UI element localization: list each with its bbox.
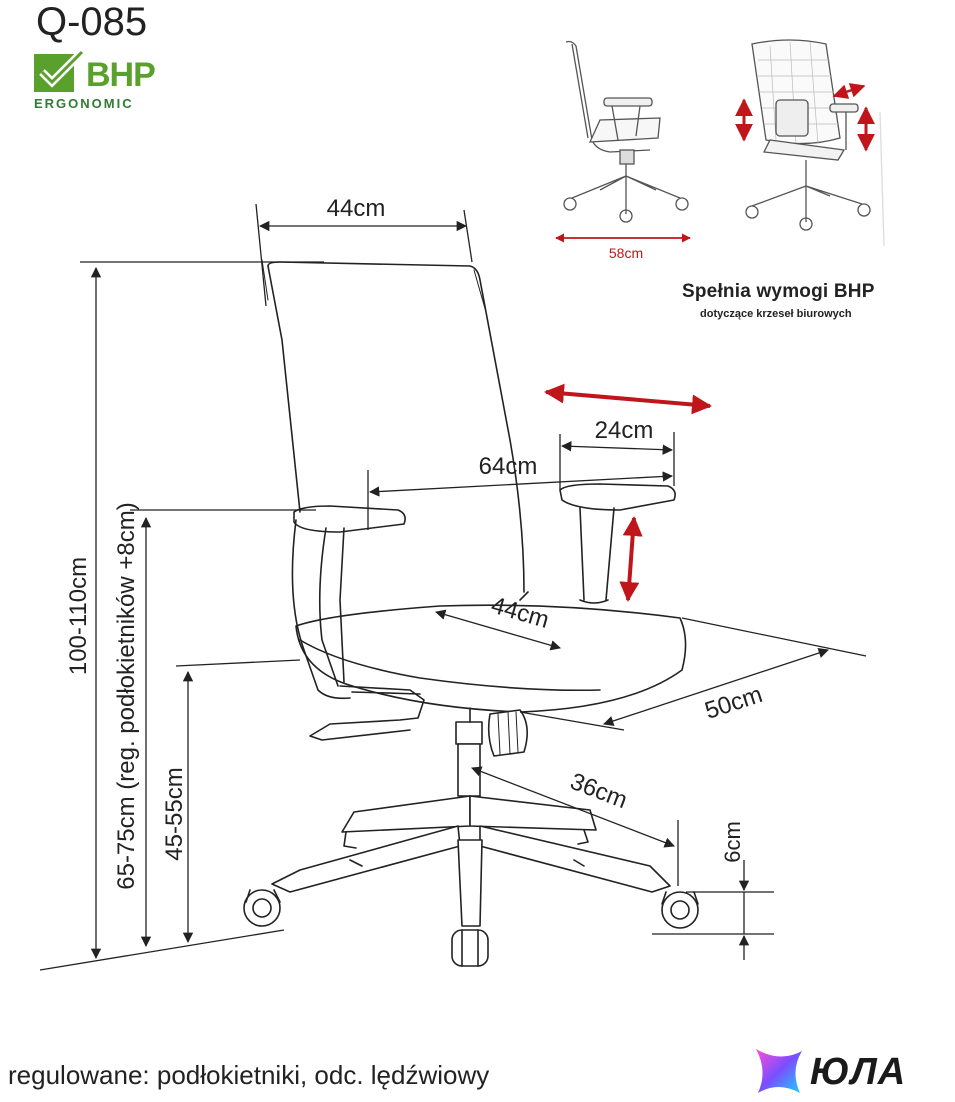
bhp-compliance-title: Spełnia wymogi BHP [682, 281, 875, 302]
chair-dimension-drawing: 58cm [39, 39, 885, 971]
thumb-width-label: 58cm [609, 245, 643, 261]
bhp-compliance-subtitle: dotyczące krzeseł biurowych [700, 308, 852, 320]
model-code: Q-085 [36, 0, 148, 44]
armrest-height-arrow [619, 516, 643, 602]
brand-logo: ЮЛА [750, 1045, 950, 1100]
chair-outline [243, 259, 699, 967]
thumb-armrest-slide-arrow [832, 83, 866, 99]
seat-width-label: 44cm [488, 592, 552, 634]
brand-name: ЮЛА [810, 1051, 907, 1093]
armrest-slide-arrow [544, 383, 712, 415]
brand-star-icon [756, 1049, 802, 1093]
thumbnail-back-view [745, 39, 885, 247]
base-radius-label: 36cm [566, 768, 630, 814]
adjustable-features-note: regulowane: podłokietniki, odc. lędźwiow… [8, 1060, 490, 1090]
backrest-width-label: 44cm [327, 195, 386, 222]
seat-depth-label: 50cm [702, 681, 766, 725]
check-shield-icon [34, 49, 85, 92]
logo-subtext: ERGONOMIC [34, 96, 134, 111]
armrest-length-label: 24cm [595, 417, 654, 444]
thumbnail-side-view [563, 40, 689, 223]
seat-height-label: 45-55cm [161, 767, 188, 860]
armrest-span-label: 64cm [479, 453, 538, 480]
bhp-logo: BHP ERGONOMIC [32, 49, 172, 116]
caster-height-label: 6cm [720, 821, 745, 863]
armrest-height-label: 65-75cm (reg. podłokietników +8cm) [113, 502, 140, 890]
logo-text: BHP [86, 56, 156, 94]
total-height-label: 100-110cm [65, 557, 92, 675]
dimension-lines [39, 203, 867, 971]
